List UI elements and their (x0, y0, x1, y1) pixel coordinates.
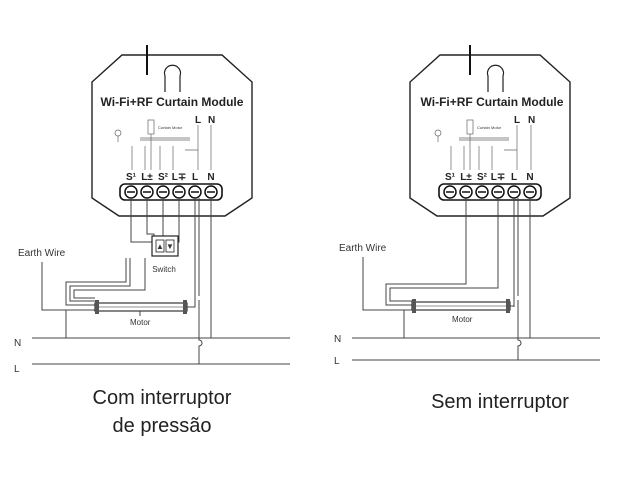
earth-wire-label: Earth Wire (18, 248, 66, 259)
inner-motor-label: Curtain Motor (158, 125, 183, 130)
switch-label: Switch (152, 265, 176, 274)
terminal-block (119, 183, 223, 201)
top-label-N: N (528, 115, 535, 126)
terminal-label: L± (141, 172, 153, 183)
mount-hole (486, 64, 505, 92)
terminal-label: L∓ (491, 172, 506, 183)
diagram-without-switch: Wi-Fi+RF Curtain Module L N Curtain Moto… (334, 45, 600, 367)
earth-wire-label: Earth Wire (339, 243, 387, 254)
motor-label: Motor (130, 318, 151, 327)
module-title: Wi-Fi+RF Curtain Module (421, 95, 564, 109)
terminal-label: L (192, 172, 198, 183)
switch-down-key: ▼ (166, 242, 174, 251)
line-N-label: N (334, 334, 341, 345)
earth-wire (41, 262, 95, 311)
terminal-label: S¹ (126, 172, 137, 183)
line-L-label: L (14, 364, 20, 375)
terminal-label: L (511, 172, 517, 183)
earth-wire (362, 257, 412, 311)
caption-line-1: Sem interruptor (431, 391, 569, 413)
module-title: Wi-Fi+RF Curtain Module (101, 95, 244, 109)
terminal-label: L± (460, 172, 472, 183)
motor-wiring (385, 198, 499, 306)
inner-schematic: Curtain Motor (434, 119, 532, 170)
terminal-block (438, 183, 542, 201)
motor-label: Motor (452, 315, 473, 324)
terminal-label: N (526, 172, 533, 183)
line-L-label: L (334, 356, 340, 367)
top-label-L: L (514, 115, 520, 126)
motor (411, 299, 511, 313)
module-housing (409, 54, 571, 217)
top-label-N: N (208, 115, 215, 126)
line-N-label: N (14, 338, 21, 349)
terminal-label: S² (477, 172, 488, 183)
motor-wiring (65, 258, 146, 306)
terminal-label: L∓ (172, 172, 187, 183)
top-label-L: L (195, 115, 201, 126)
live-wire (513, 198, 522, 360)
caption-with-switch: Com interruptor de pressão (52, 384, 272, 440)
motor (94, 300, 188, 314)
inner-motor-label: Curtain Motor (477, 125, 502, 130)
terminal-label: S² (158, 172, 169, 183)
caption-without-switch: Sem interruptor (390, 388, 610, 416)
module-housing (91, 54, 253, 217)
terminal-label: N (207, 172, 214, 183)
push-switch: ▲ ▼ (151, 235, 179, 257)
caption-line-2: de pressão (112, 415, 212, 437)
live-wire (194, 198, 203, 364)
switch-up-key: ▲ (156, 242, 164, 251)
terminal-label: S¹ (445, 172, 456, 183)
terminal-labels: S¹ L± S² L∓ L N (126, 172, 215, 183)
diagram-with-push-switch: Wi-Fi+RF Curtain Module L N Curtain Moto… (14, 45, 290, 375)
caption-line-1: Com interruptor (92, 387, 232, 409)
inner-schematic: Curtain Motor (114, 119, 212, 170)
mount-hole (163, 64, 182, 92)
terminal-labels: S¹ L± S² L∓ L N (445, 172, 534, 183)
